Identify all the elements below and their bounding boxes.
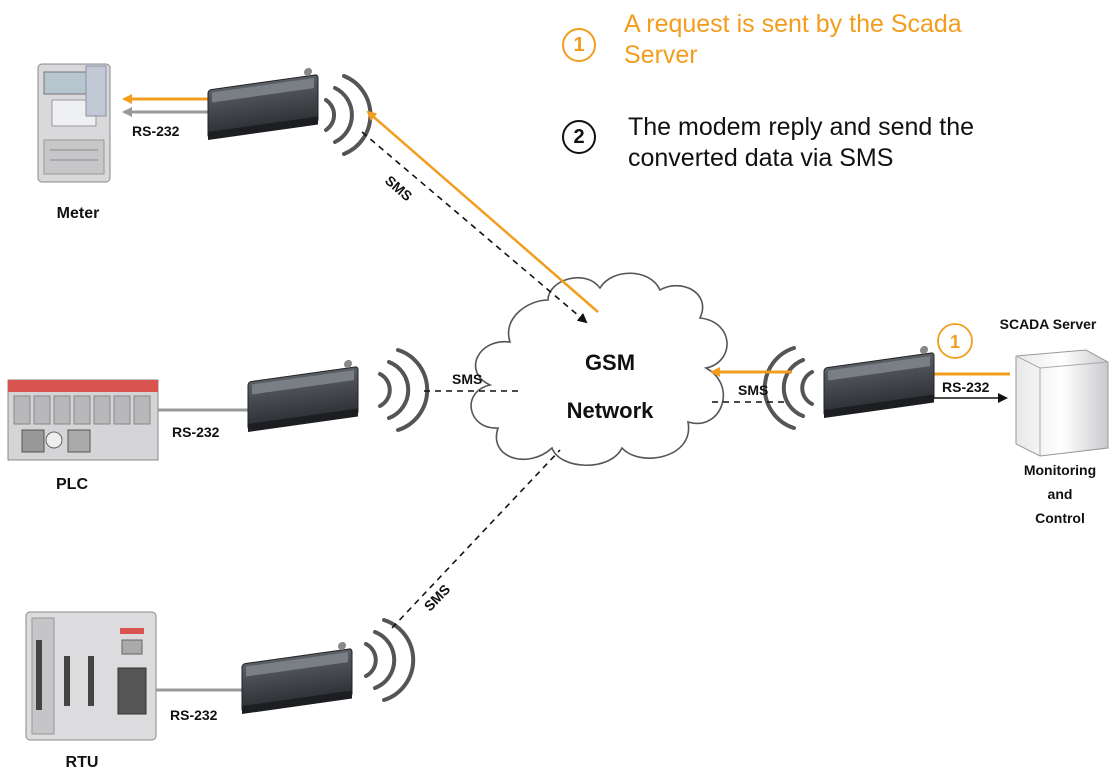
step2-legend-line2: converted data via SMS: [628, 144, 894, 172]
plc-label: PLC: [56, 476, 88, 493]
rs232-label-server: RS-232: [942, 379, 990, 395]
step1-badge-server-number: 1: [950, 332, 960, 352]
step2-legend-badge: 2: [562, 120, 596, 154]
sms-label-server: SMS: [738, 382, 768, 398]
step1-legend-line2: Server: [624, 41, 698, 69]
step2-legend-line1: The modem reply and send the: [628, 113, 975, 141]
server-caption-line3: Control: [1035, 510, 1085, 526]
rs232-label-plc: RS-232: [172, 424, 220, 440]
step2-legend-text: The modem reply and send the converted d…: [628, 112, 974, 174]
sms-label-plc: SMS: [452, 371, 482, 387]
rs232-label-meter: RS-232: [132, 123, 180, 139]
scada-server-label: SCADA Server: [1000, 316, 1097, 332]
meter-device: [37, 63, 111, 183]
meter-label: Meter: [57, 205, 100, 222]
modem-plc: [247, 359, 359, 432]
signal-waves-icon: [324, 74, 373, 156]
plc-device: [7, 379, 159, 461]
reply-sms-from-meter: [361, 131, 588, 324]
modem-meter: [207, 67, 319, 141]
signal-waves-icon: [364, 618, 416, 702]
rs232-label-rtu: RS-232: [170, 707, 218, 723]
sms-label-rtu: SMS: [421, 581, 454, 614]
scada-server-icon: [1015, 349, 1109, 457]
sms-link-rtu: [391, 449, 561, 629]
gsm-label: GSM: [585, 350, 635, 375]
server-caption-line2: and: [1048, 486, 1073, 502]
step1-legend-badge: 1: [562, 28, 596, 62]
step1-badge-server: 1: [937, 323, 973, 359]
gsm-network-cloud: GSM Network: [470, 272, 728, 466]
sms-label-meter: SMS: [382, 172, 415, 204]
request-sms-to-meter: [366, 110, 599, 313]
network-label: Network: [567, 398, 655, 423]
step1-legend-line1: A request is sent by the Scada: [624, 10, 962, 38]
step1-legend-text: A request is sent by the Scada Server: [624, 9, 962, 71]
signal-waves-icon: [378, 348, 430, 432]
rtu-device: [25, 611, 157, 741]
signal-waves-icon: [762, 346, 814, 430]
modem-server: [823, 345, 935, 418]
modem-rtu: [241, 641, 353, 714]
rtu-label: RTU: [66, 754, 99, 771]
server-caption-line1: Monitoring: [1024, 462, 1096, 478]
